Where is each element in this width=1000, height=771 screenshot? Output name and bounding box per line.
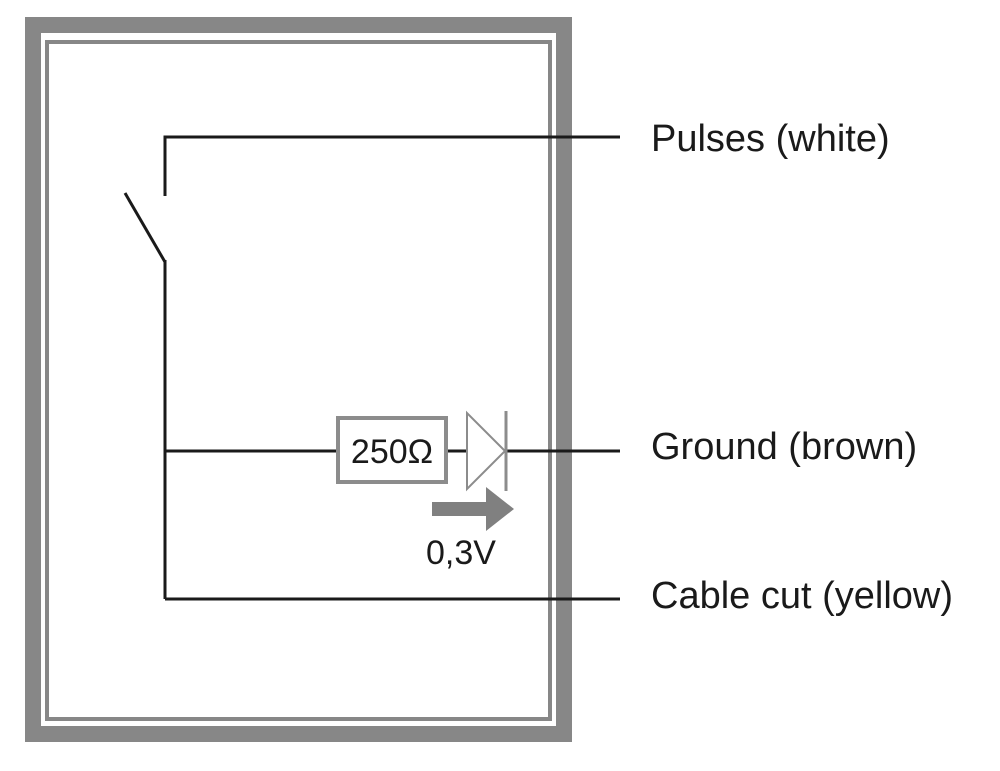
resistor-value-label: 250Ω	[351, 433, 433, 471]
diode	[466, 410, 508, 492]
voltage-drop-arrow	[432, 487, 514, 531]
housing-inner-frame	[45, 40, 552, 721]
resistor: 250Ω	[336, 416, 448, 484]
wire-labels: Pulses (white) Ground (brown) Cable cut …	[651, 118, 953, 617]
switch-blade	[123, 192, 167, 263]
resistor-body	[336, 416, 448, 484]
housing	[25, 17, 572, 742]
voltage-drop-indicator: 0,3V	[426, 487, 514, 572]
ground-label: Ground (brown)	[651, 426, 917, 468]
housing-outer-frame	[25, 17, 572, 742]
wiring	[123, 135, 620, 601]
pulses-label: Pulses (white)	[651, 118, 890, 160]
cable-cut-label: Cable cut (yellow)	[651, 575, 953, 617]
diode-triangle	[466, 410, 507, 492]
voltage-drop-label: 0,3V	[426, 534, 496, 572]
pulses-wire	[163, 135, 620, 196]
